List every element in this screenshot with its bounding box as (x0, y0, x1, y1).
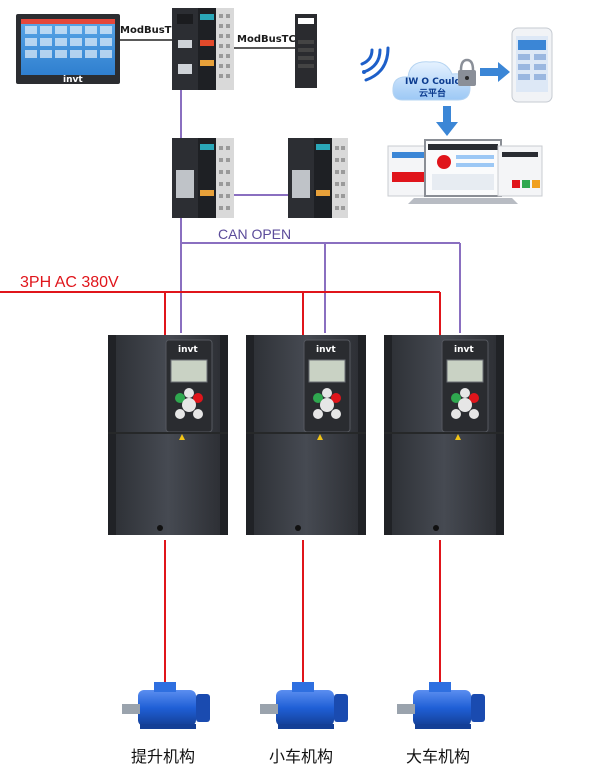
frequency-drive-icon: invt (384, 335, 504, 535)
motor-label-hoist: 提升机构 (131, 747, 195, 766)
modbus-label-right: ModBusTCP (237, 34, 303, 45)
plc-controller-icon (172, 8, 234, 90)
power-label: 3PH AC 380V (20, 274, 119, 291)
io-module-icon (288, 138, 348, 218)
io-module-icon (172, 138, 234, 218)
cloud-sub: 云平台 (419, 87, 446, 99)
smartphone-icon (511, 27, 553, 103)
motor-label-crane: 大车机构 (406, 747, 470, 766)
motor-icon (397, 682, 485, 729)
arrow-to-phone (480, 62, 510, 82)
wifi-icon (360, 46, 390, 82)
motor-label-trolley: 小车机构 (269, 747, 333, 766)
cloud-name: IW O Could (405, 77, 461, 87)
can-open-label: CAN OPEN (218, 226, 291, 242)
arrow-to-laptop (436, 106, 458, 136)
drive-brand-1: invt (178, 345, 198, 355)
frequency-drive-icon: invt (246, 335, 366, 535)
hmi-panel-icon: invt (16, 14, 120, 85)
motor-icon (260, 682, 348, 729)
hmi-brand: invt (63, 75, 83, 85)
power-lines (0, 291, 441, 690)
frequency-drive-icon: invt (108, 335, 228, 535)
ethernet-switch-icon (295, 14, 317, 88)
cloud-lock-icon: IW O Could 云平台 (392, 58, 476, 101)
drive-brand-2: invt (316, 345, 336, 355)
laptop-dashboard-icon (387, 139, 543, 204)
modbus-label-left: ModBusTCP (120, 25, 186, 36)
drive-brand-3: invt (454, 345, 474, 355)
motor-icon (122, 682, 210, 729)
